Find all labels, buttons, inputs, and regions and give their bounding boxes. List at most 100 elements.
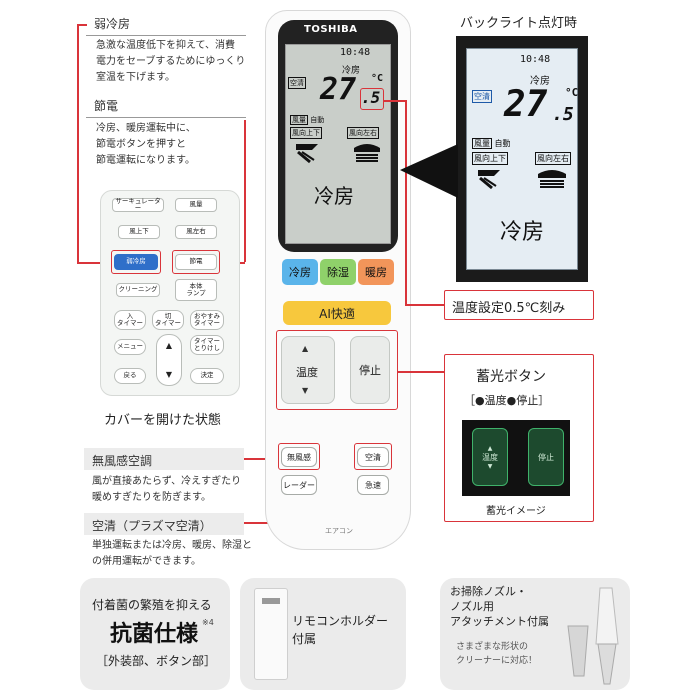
lcd-mode-small: 冷房	[342, 66, 361, 76]
temp-step-connector	[384, 100, 406, 102]
eco-title: 節電	[86, 97, 246, 118]
dry-button[interactable]: 除湿	[320, 259, 356, 285]
unit-lamp-line: 本体	[189, 281, 203, 290]
glow-stop-button: 停止	[528, 428, 564, 486]
no-wind-connector	[244, 458, 280, 460]
lcd-auto-label: 自動	[310, 116, 325, 124]
nozzle-line: ノズル用	[450, 600, 494, 613]
decimal-highlight	[360, 88, 384, 110]
lcd-updown-label: 風向上下	[290, 127, 322, 139]
heat-button[interactable]: 暖房	[358, 259, 394, 285]
bl-louver-leftright-icon	[538, 170, 566, 188]
timer-cancel-line: タイマー	[194, 336, 220, 345]
ai-comfort-button[interactable]: AI快適	[283, 301, 391, 325]
glow-temp-button: ▲ 温度 ▼	[472, 428, 508, 486]
no-wind-title-bg	[84, 448, 244, 470]
unit-lamp-button[interactable]: 本体 ランプ	[175, 279, 217, 301]
nozzle-sub-line: さまざまな形状の	[456, 642, 529, 652]
temp-down-icon[interactable]: ▼	[302, 386, 309, 395]
glow-up-icon: ▲	[487, 444, 493, 452]
eco-line: 冷房、暖房運転中に、	[96, 123, 196, 134]
off-timer-button[interactable]: 切 タイマー	[152, 310, 184, 330]
lcd-temp-unit: °C	[371, 73, 384, 84]
bl-clock: 10:48	[520, 54, 551, 65]
arrow-up-icon[interactable]: ▲	[165, 341, 173, 350]
no-wind-button[interactable]: 無風感	[281, 447, 317, 467]
holder-clip-icon	[262, 598, 280, 604]
cool-button[interactable]: 冷房	[282, 259, 318, 285]
weak-cool-line: 室温を下げます。	[96, 72, 175, 83]
fan-volume-button[interactable]: 風量	[175, 198, 217, 212]
remote-bottom-label: エアコン	[325, 527, 353, 535]
weak-cool-connector	[77, 24, 87, 26]
unit-lamp-line: ランプ	[186, 289, 206, 297]
temp-step-text: 温度設定0.5℃刻み	[452, 301, 566, 316]
temp-label: 温度	[296, 366, 318, 379]
menu-button[interactable]: メニュー	[114, 339, 146, 355]
cleaning-button[interactable]: クリーニング	[116, 283, 160, 297]
rapid-button[interactable]: 急速	[357, 475, 389, 495]
weak-cool-title-text: 弱冷房	[94, 17, 131, 31]
holder-line2: 付属	[292, 632, 317, 646]
eco-underline	[86, 117, 246, 118]
eco-title-text: 節電	[94, 99, 119, 113]
no-wind-desc: 風が直接あたらず、冷えすぎたり 暖めすぎたりを防ぎます。	[92, 474, 262, 506]
eco-connector	[244, 120, 246, 262]
weak-cool-line: 電力をセーブするためにゆっくり	[96, 56, 246, 67]
timer-cancel-button[interactable]: タイマー とりけし	[190, 335, 224, 355]
clean-title: 空清（プラズマ空清）	[92, 519, 212, 533]
updown-rocker[interactable]: ▲ ▼	[156, 334, 182, 386]
weak-cool-highlight	[111, 250, 161, 274]
bl-leftright-label: 風向左右	[535, 152, 571, 165]
antibac-main: 抗菌仕様	[110, 622, 199, 647]
no-wind-line: 暖めすぎたりを防ぎます。	[92, 492, 211, 503]
clean-button[interactable]: 空清	[357, 447, 389, 467]
eco-button[interactable]: 節電	[175, 254, 217, 270]
weak-cool-button[interactable]: 弱冷房	[114, 254, 158, 270]
bl-temp-main: 27	[504, 84, 548, 125]
eco-desc: 冷房、暖房運転中に、 節電ボタンを押すと 節電運転になります。	[96, 121, 256, 169]
glow-stop-label: 停止	[538, 452, 554, 462]
nozzle-line: お掃除ノズル・	[450, 585, 527, 598]
lcd-temp-decimal: .5	[361, 88, 381, 107]
circulator-button[interactable]: サーキュレーター	[112, 197, 164, 212]
confirm-button[interactable]: 決定	[190, 368, 224, 384]
temp-step-connector	[405, 304, 445, 306]
weak-cool-connector	[77, 24, 79, 262]
stop-button[interactable]: 停止	[350, 336, 390, 404]
nozzle-line: アタッチメント付属	[450, 615, 549, 628]
swing-leftright-button[interactable]: 風左右	[175, 225, 217, 239]
bl-auto-label: 自動	[494, 139, 511, 148]
lcd-airclean-label: 空清	[288, 77, 306, 89]
off-timer-line: 切	[164, 311, 172, 320]
temp-rocker[interactable]	[281, 336, 335, 404]
bl-temp-decimal: .5	[552, 104, 574, 125]
holder-line1: リモコンホルダー	[292, 614, 389, 628]
radar-button[interactable]: レーダー	[281, 475, 317, 495]
backlight-title: バックライト点灯時	[460, 16, 578, 31]
clean-line: 単独運転または冷房、暖房、除湿と	[92, 540, 252, 551]
bl-mode-large: 冷房	[500, 220, 545, 245]
antibac-card	[80, 578, 230, 690]
back-button[interactable]: 戻る	[114, 368, 146, 384]
eco-line: 節電運転になります。	[96, 155, 195, 166]
antibac-note: ※4	[202, 618, 214, 627]
nozzle-sub: さまざまな形状の クリーナーに対応！	[456, 640, 537, 668]
antibac-line1: 付着菌の繁殖を抑える	[92, 598, 212, 612]
lcd-clock: 10:48	[340, 47, 371, 58]
weak-cool-line: 急激な温度低下を抑えて、消費	[96, 40, 235, 51]
on-timer-button[interactable]: 入 タイマー	[114, 310, 146, 330]
swing-updown-button[interactable]: 風上下	[118, 225, 160, 239]
lcd-fan-row: 風量 自動	[290, 115, 324, 125]
clean-highlight	[354, 443, 392, 470]
backlight-screen	[466, 48, 578, 270]
temp-up-icon[interactable]: ▲	[302, 344, 309, 353]
lcd-temp-main: 27	[320, 72, 357, 107]
sleep-timer-button[interactable]: おやすみ タイマー	[190, 310, 224, 330]
bl-updown-label: 風向上下	[472, 152, 508, 165]
nozzle-sub-line: クリーナーに対応！	[456, 656, 538, 666]
antibac-line3: ［外装部、ボタン部］	[96, 654, 217, 668]
on-timer-line: タイマー	[117, 319, 143, 327]
phosphor-title: 蓄光ボタン	[476, 369, 546, 385]
arrow-down-icon[interactable]: ▼	[165, 369, 173, 379]
